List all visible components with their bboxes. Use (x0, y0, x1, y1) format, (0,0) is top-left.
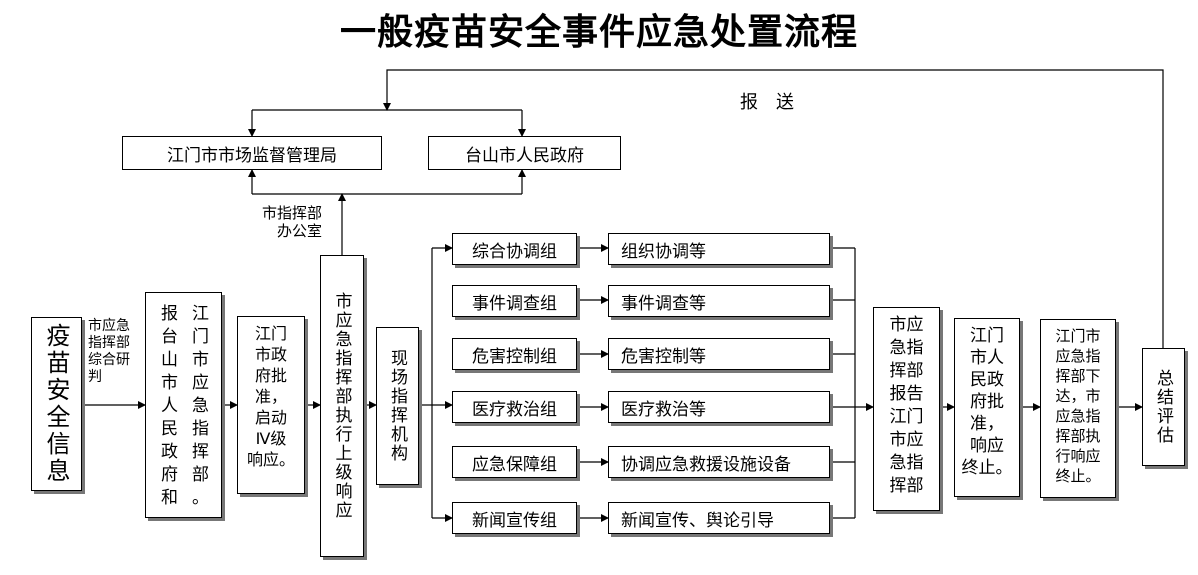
vaccine-info-box: 疫苗安全信息 (31, 317, 82, 491)
city-government-box: 台山市人民政府 (428, 136, 621, 170)
report-char: 政 (161, 442, 178, 462)
report-char: 部 (192, 465, 209, 485)
report-char: 江 (192, 304, 209, 324)
report-char: 应 (192, 373, 209, 393)
report-char: 人 (161, 396, 178, 416)
jiangmen-issue-box: 江门市 应急指 挥部下 达，市 应急指 挥部执 行响应 终止。 (1040, 319, 1116, 498)
group-box-3: 医疗救治组 (452, 391, 577, 423)
report-to-label: 报 送 (740, 92, 794, 113)
report-char: 报 (161, 304, 178, 324)
report-char: 市 (161, 373, 178, 393)
report-char: 。 (192, 488, 209, 508)
approve-box: 江门 市政 府批 准， 启动 Ⅳ级 响应。 (237, 316, 305, 494)
report-char: 山 (161, 350, 178, 370)
report-char: 和 (161, 488, 178, 508)
group-box-2: 危害控制组 (452, 338, 577, 370)
summary-box: 总结评估 (1142, 348, 1185, 466)
report-text: 报台山市人民政府和江门市应急指挥部。 (154, 299, 216, 508)
task-box-2: 危害控制等 (608, 338, 830, 370)
report-char: 指 (192, 419, 209, 439)
jiangmen-approve-box: 江门 市人 民政 府批 准， 响应 终止。 (954, 318, 1020, 497)
report-jiangmen-box: 市应 急指 挥部 报告 江门 市应 急指 挥部 (873, 307, 940, 511)
report-char: 府 (161, 465, 178, 485)
report-char: 挥 (192, 442, 209, 462)
group-box-0: 综合协调组 (452, 233, 577, 265)
report-char: 市 (192, 350, 209, 370)
task-box-3: 医疗救治等 (608, 391, 830, 423)
report-char: 急 (192, 396, 209, 416)
report-char: 民 (161, 419, 178, 439)
task-box-0: 组织协调等 (608, 233, 830, 265)
report-char: 台 (161, 327, 178, 347)
report-box: 报台山市人民政府和江门市应急指挥部。 (145, 292, 222, 518)
office-label: 市指挥部 办公室 (261, 204, 322, 240)
group-box-4: 应急保障组 (452, 446, 577, 478)
task-box-1: 事件调查等 (608, 285, 830, 317)
market-bureau-box: 江门市市场监督管理局 (122, 136, 382, 170)
judge-label: 市应急 指挥部 综合研 判 (88, 318, 130, 385)
group-box-5: 新闻宣传组 (452, 502, 577, 534)
task-box-5: 新闻宣传、舆论引导 (608, 502, 830, 534)
group-box-1: 事件调查组 (452, 285, 577, 317)
task-box-4: 协调应急救援设施设备 (608, 446, 830, 478)
field-command-box: 现场指挥机构 (376, 327, 419, 485)
execute-box: 市应急指挥部执行上级响应 (320, 255, 364, 557)
page-title: 一般疫苗安全事件应急处置流程 (339, 12, 858, 53)
report-char: 门 (192, 327, 209, 347)
